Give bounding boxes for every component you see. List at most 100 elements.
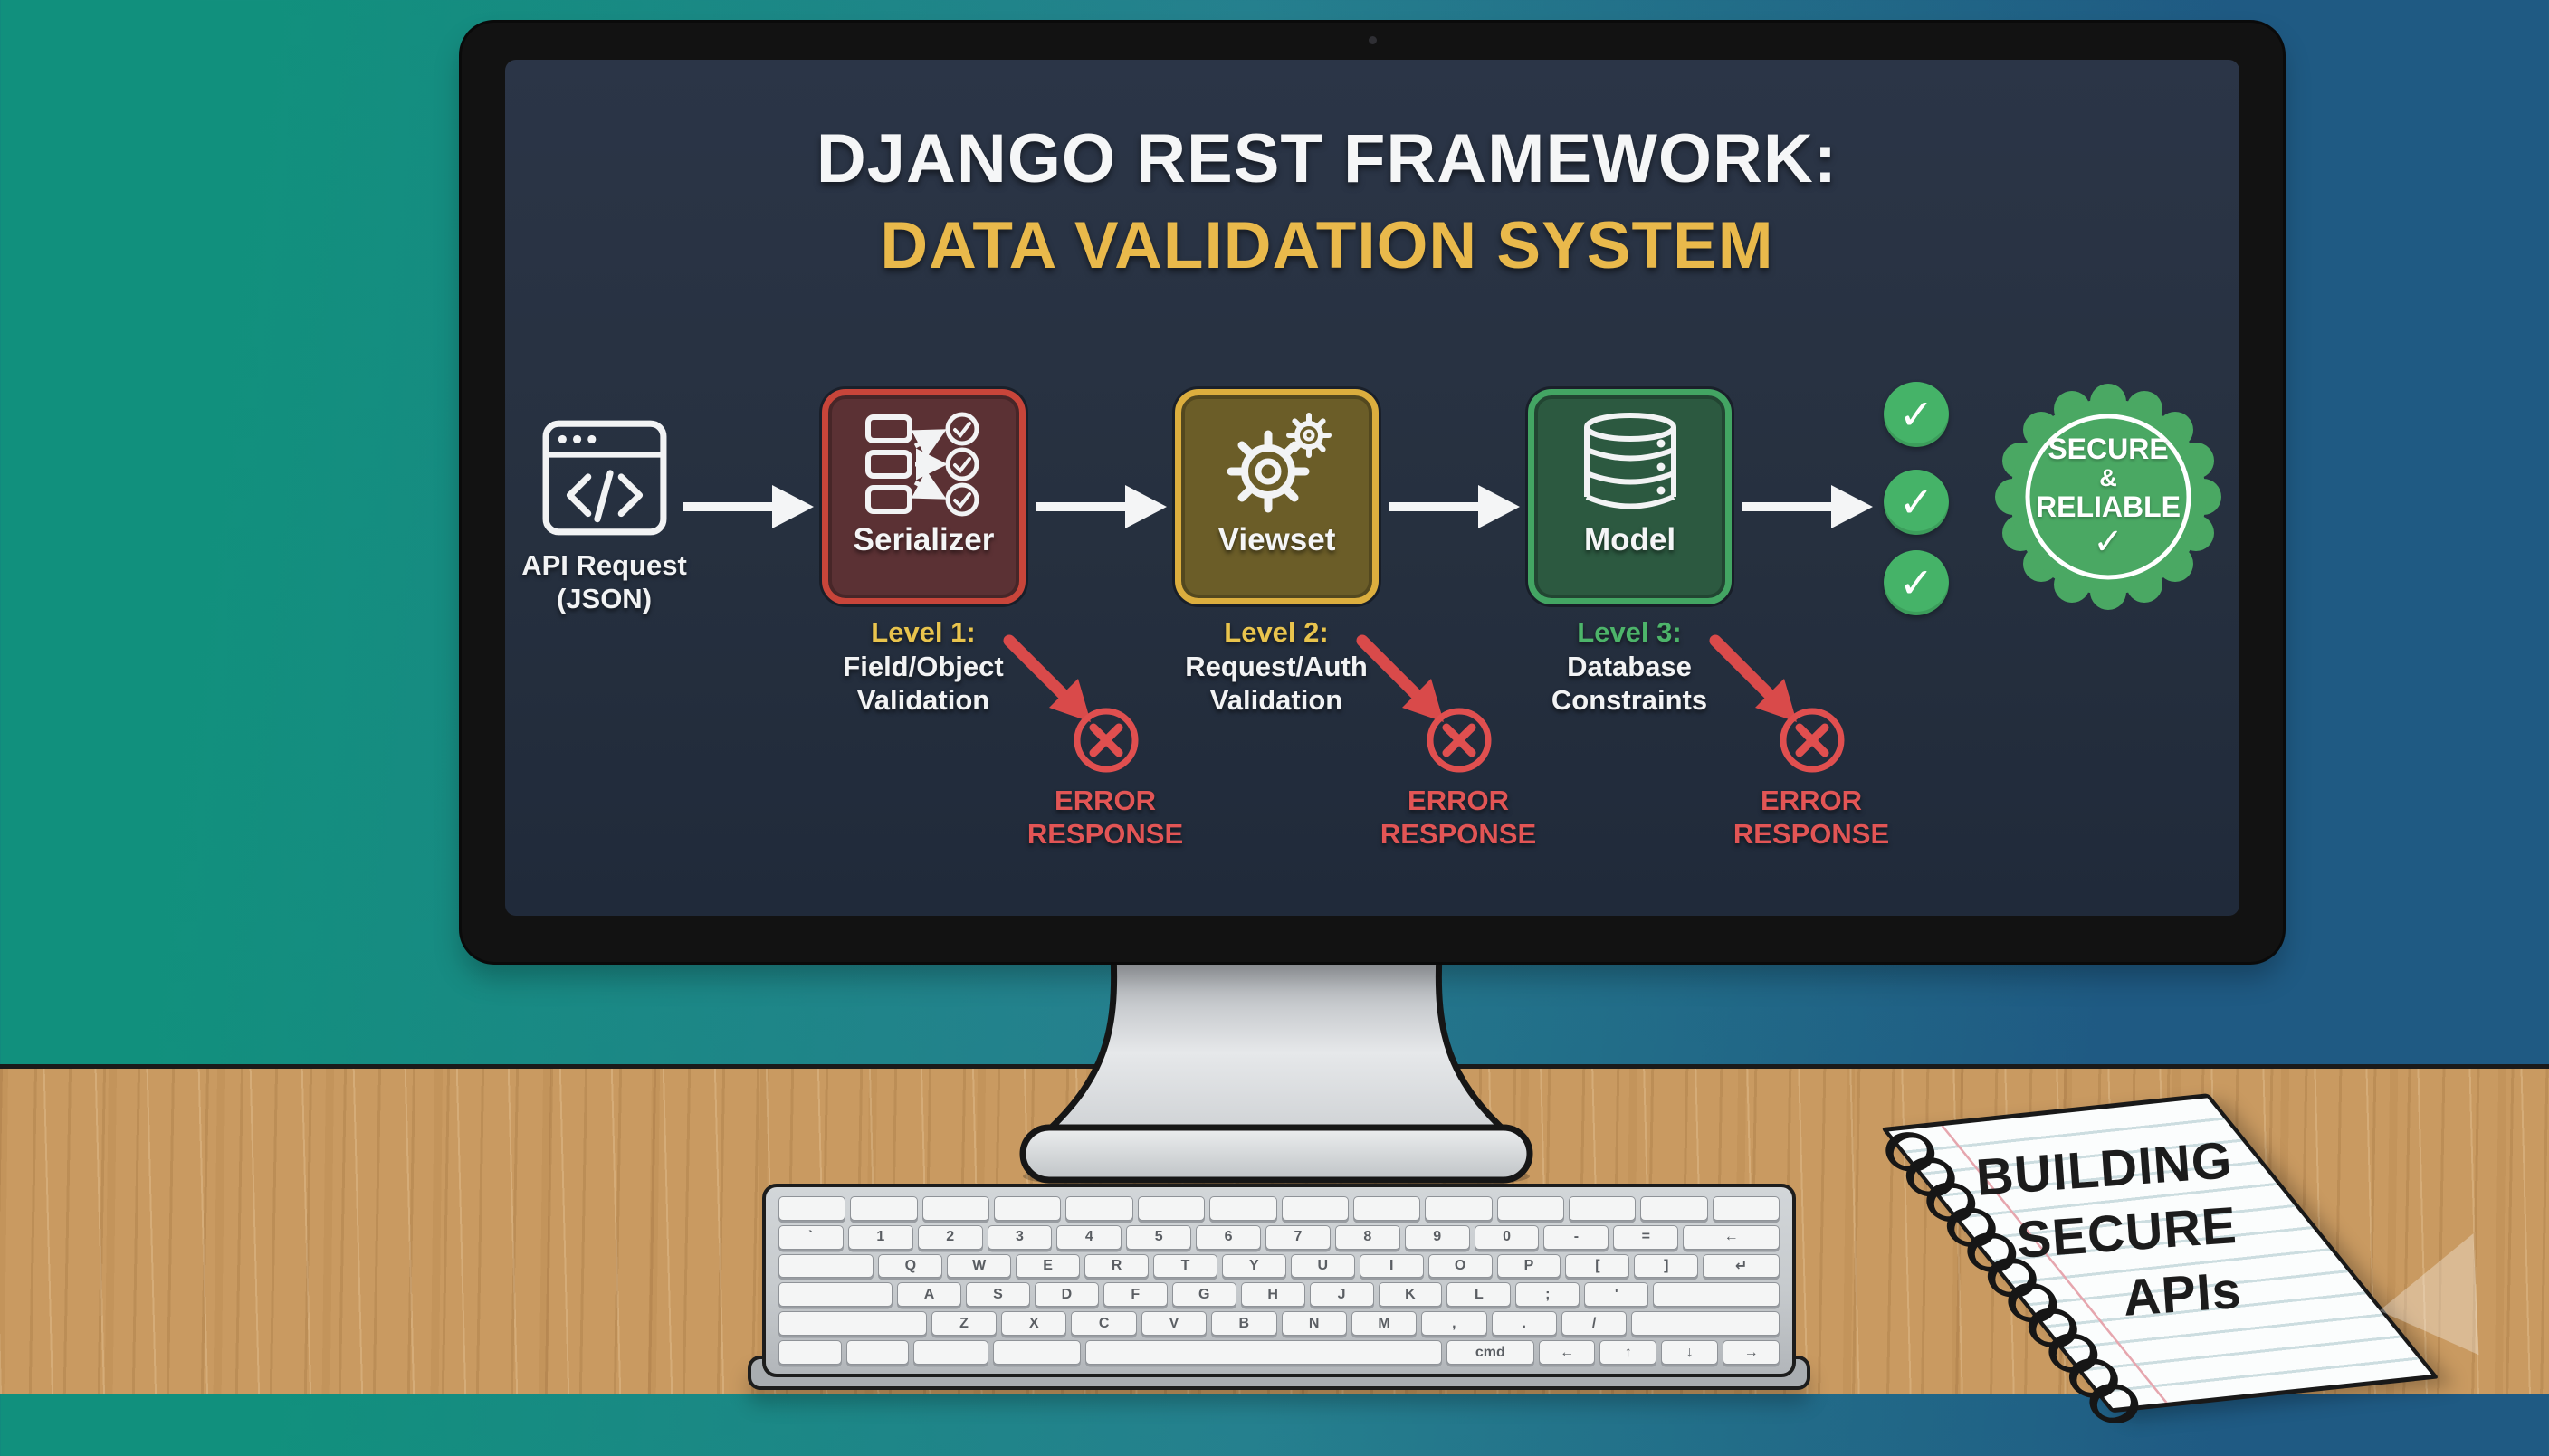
key-blank <box>1352 1196 1421 1221</box>
error-line1: ERROR <box>1055 785 1156 816</box>
key-5: 5 <box>1126 1224 1192 1250</box>
key-B: B <box>1211 1311 1277 1337</box>
level1-title: Level 1: <box>871 616 976 648</box>
error-response-label: ERROR RESPONSE <box>1694 784 1929 851</box>
key-blank <box>778 1311 927 1337</box>
key-blank <box>913 1340 989 1365</box>
error-line2: RESPONSE <box>1733 818 1890 850</box>
level1-line2: Validation <box>856 684 990 716</box>
secure-reliable-badge: SECURE & RELIABLE ✓ <box>1995 384 2221 610</box>
key-blank <box>1568 1196 1637 1221</box>
key-W: W <box>947 1253 1012 1279</box>
badge-check-glyph: ✓ <box>2093 521 2124 562</box>
key-blank <box>1631 1311 1780 1337</box>
error-line2: RESPONSE <box>1026 818 1184 850</box>
key-J: J <box>1309 1282 1374 1308</box>
error-line1: ERROR <box>1761 785 1862 816</box>
key-6: 6 <box>1196 1224 1262 1250</box>
key-3: 3 <box>987 1224 1053 1250</box>
key-': ' <box>1584 1282 1649 1308</box>
key-↵: ↵ <box>1703 1253 1780 1279</box>
key-I: I <box>1359 1253 1424 1279</box>
monitor-stand <box>1019 951 1533 1193</box>
key-/: / <box>1561 1311 1628 1337</box>
error-x-icon <box>1427 708 1492 773</box>
level1-line1: Field/Object <box>843 651 1004 682</box>
key-blank <box>778 1253 874 1279</box>
viewset-label: Viewset <box>1217 522 1336 557</box>
key-blank <box>1065 1196 1133 1221</box>
error-response-label: ERROR RESPONSE <box>988 784 1223 851</box>
key-→: → <box>1723 1340 1780 1365</box>
flow-arrow-icon <box>683 485 814 528</box>
key-;: ; <box>1515 1282 1580 1308</box>
serializer-label: Serializer <box>853 522 995 557</box>
webcam-dot-icon <box>1369 36 1377 44</box>
error-arrow-icon <box>1709 634 1797 722</box>
success-check-icon: ✓ <box>1884 470 1949 535</box>
level1-annotation: Level 1: Field/Object Validation <box>797 615 1050 717</box>
error-arrow-icon <box>1356 634 1444 722</box>
key-X: X <box>1001 1311 1067 1337</box>
flow-arrow-icon <box>1036 485 1167 528</box>
error-x-icon <box>1780 708 1845 773</box>
error-line1: ERROR <box>1408 785 1509 816</box>
key-blank <box>1084 1340 1442 1365</box>
api-request-label: API Request (JSON) <box>507 548 702 615</box>
key-0: 0 <box>1474 1224 1540 1250</box>
key-L: L <box>1446 1282 1512 1308</box>
key-]: ] <box>1634 1253 1699 1279</box>
level3-line1: Database <box>1567 651 1692 682</box>
key-blank <box>921 1196 990 1221</box>
key-blank <box>850 1196 918 1221</box>
key-S: S <box>965 1282 1030 1308</box>
key-cmd: cmd <box>1446 1340 1534 1365</box>
key-1: 1 <box>847 1224 913 1250</box>
key-2: 2 <box>917 1224 983 1250</box>
flow-arrow-icon <box>1389 485 1520 528</box>
key-↓: ↓ <box>1661 1340 1719 1365</box>
key-8: 8 <box>1334 1224 1400 1250</box>
model-label: Model <box>1583 522 1676 557</box>
key-N: N <box>1281 1311 1347 1337</box>
key-,: , <box>1421 1311 1487 1337</box>
badge-line3: RELIABLE <box>2036 490 2181 523</box>
key-[: [ <box>1565 1253 1630 1279</box>
key-G: G <box>1171 1282 1236 1308</box>
monitor-screen: DJANGO REST FRAMEWORK: DATA VALIDATION S… <box>505 60 2239 916</box>
level3-title: Level 3: <box>1577 616 1682 648</box>
key-U: U <box>1290 1253 1355 1279</box>
level2-line1: Request/Auth <box>1185 651 1368 682</box>
check-glyph: ✓ <box>1898 391 1934 438</box>
key-blank <box>778 1196 846 1221</box>
error-arrow-icon <box>1003 634 1091 722</box>
key-blank <box>778 1282 893 1308</box>
key-Y: Y <box>1221 1253 1286 1279</box>
key-E: E <box>1016 1253 1081 1279</box>
key-R: R <box>1084 1253 1149 1279</box>
key-A: A <box>897 1282 961 1308</box>
level3-annotation: Level 3: Database Constraints <box>1503 615 1756 717</box>
badge-line1: SECURE <box>2048 432 2169 465</box>
notebook: BUILDING SECURE APIs <box>1848 1093 2439 1437</box>
key-C: C <box>1071 1311 1137 1337</box>
key-=: = <box>1613 1224 1679 1250</box>
error-response-label: ERROR RESPONSE <box>1341 784 1576 851</box>
key-4: 4 <box>1056 1224 1122 1250</box>
key-blank <box>1281 1196 1349 1221</box>
serializer-box: Serializer <box>822 389 1026 604</box>
key-blank <box>845 1340 910 1365</box>
level2-annotation: Level 2: Request/Auth Validation <box>1150 615 1403 717</box>
badge-seal-icon <box>1995 384 2221 610</box>
error-x-icon <box>1074 708 1139 773</box>
stand-neck <box>1037 951 1515 1137</box>
check-glyph: ✓ <box>1898 559 1934 606</box>
key-9: 9 <box>1404 1224 1470 1250</box>
page-title-line2: DATA VALIDATION SYSTEM <box>880 209 1774 282</box>
key-Q: Q <box>878 1253 943 1279</box>
stand-base <box>1019 1124 1533 1184</box>
key-blank <box>1425 1196 1493 1221</box>
key-blank <box>993 1340 1081 1365</box>
